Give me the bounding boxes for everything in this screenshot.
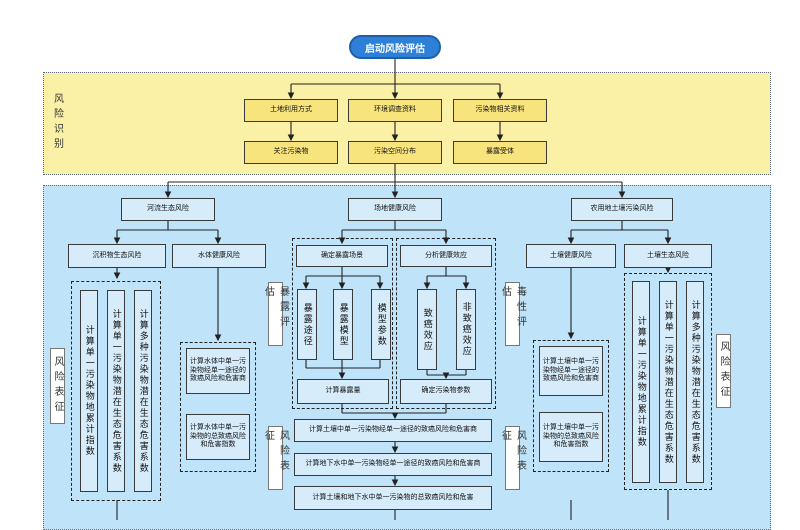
start-risk-assessment: 启动风险评估 (349, 35, 441, 59)
pollutant-parameter-box: 确定污染物参数 (400, 379, 492, 404)
soil-health-risk-box: 土壤健康风险 (526, 244, 616, 268)
survey-data-box: 环境调查资料 (348, 99, 442, 122)
farm-eco-characterization-label: 风险表征 (716, 334, 731, 408)
river-characterization-label: 风险表征 (50, 348, 65, 424)
land-use-box: 土地利用方式 (244, 99, 338, 122)
exposure-assessment-label: 暴露评估 (263, 282, 289, 346)
soil-multi-hazard-box: 计算多种污染物潜在生态危害系数 (686, 281, 704, 483)
exposure-receptor-box: 暴露受体 (453, 141, 547, 164)
sediment-eco-risk-box: 沉积物生态风险 (68, 244, 166, 268)
soil-single-pathway-box: 计算土壤中单一污染物经单一途径的致癌风险和危害商 (539, 346, 603, 396)
exposure-group (292, 238, 393, 409)
soil-eco-group (624, 273, 712, 490)
soil-health-group (533, 340, 609, 472)
model-parameter-box: 模型参数 (371, 289, 391, 360)
risk-identification-label: 风险识别 (51, 93, 63, 153)
sediment-multi-hazard-box: 计算多种污染物潜在生态危害系数 (134, 290, 152, 492)
water-single-risk-box: 计算水体中单一污染物经单一途径的致癌风险和危害商 (186, 348, 250, 394)
water-total-risk-box: 计算水体中单一污染物的总致癌风险和危害指数 (186, 414, 250, 460)
site-health-risk-box: 场地健康风险 (348, 198, 442, 221)
sediment-group (71, 281, 161, 501)
toxicity-group (396, 238, 496, 409)
carcinogenic-effect-box: 致癌效应 (417, 289, 437, 370)
toxicity-assessment-label: 毒性评估 (500, 282, 526, 346)
exposure-model-box: 暴露模型 (333, 289, 353, 360)
sediment-geo-index-box: 计算单一污染物地累计指数 (80, 290, 98, 492)
soil-eco-risk-box: 土壤生态风险 (624, 244, 712, 268)
pollutant-data-box: 污染物相关资料 (453, 99, 547, 122)
exposure-calc-box: 计算暴露量 (297, 379, 389, 404)
non-carcinogenic-effect-box: 非致癌效应 (456, 289, 476, 370)
total-risk-box: 计算土壤和地下水中单一污染物的总致癌风险和危害 (294, 486, 492, 510)
river-eco-risk-box: 河流生态风险 (121, 198, 215, 221)
soil-single-risk-box: 计算土壤中单一污染物经单一途径的致癌风险和危害商 (294, 419, 492, 442)
groundwater-single-risk-box: 计算地下水中单一污染物经单一途径的致癌风险和危害商 (294, 453, 492, 476)
site-characterization-label: 风险表征 (263, 426, 289, 490)
health-effect-box: 分析健康效应 (400, 245, 492, 267)
soil-single-hazard-box: 计算单一污染物潜在生态危害系数 (659, 281, 677, 483)
sediment-single-hazard-box: 计算单一污染物潜在生态危害系数 (107, 290, 125, 492)
water-health-risk-box: 水体健康风险 (172, 244, 266, 268)
water-group (180, 342, 256, 472)
soil-geo-index-box: 计算单一污染物地累计指数 (632, 281, 650, 483)
farm-health-characterization-label: 风险表征 (500, 426, 526, 490)
soil-total-risk-box: 计算土壤中单一污染物的总致癌风险和危害指数 (539, 412, 603, 462)
farmland-risk-box: 农用地土壤污染风险 (571, 198, 673, 221)
spatial-distribution-box: 污染空间分布 (348, 141, 442, 164)
concern-pollutant-box: 关注污染物 (244, 141, 338, 164)
exposure-scenario-box: 确定暴露场景 (296, 245, 388, 267)
exposure-pathway-box: 暴露途径 (297, 289, 317, 360)
